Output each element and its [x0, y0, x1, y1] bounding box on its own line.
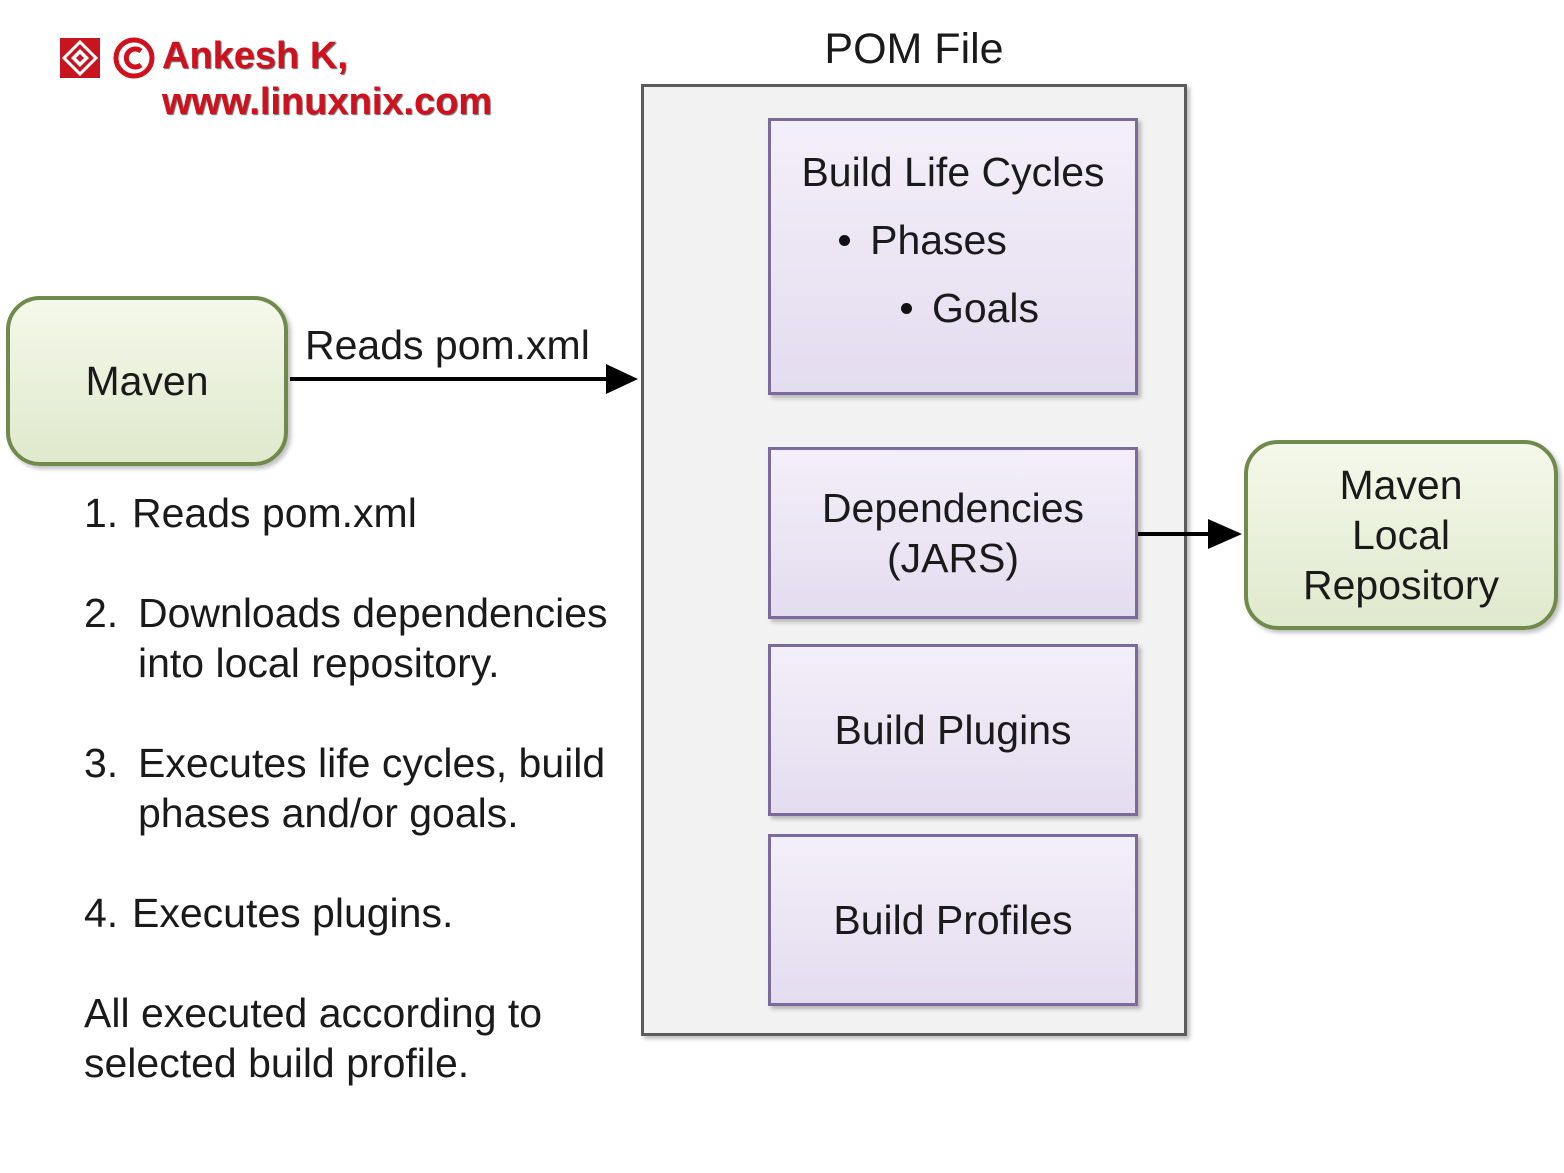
- step-item: 4. Executes plugins.: [84, 888, 644, 938]
- maven-node-label: Maven: [85, 358, 209, 404]
- build-life-cycles-box: Build Life Cycles Phases Goals: [768, 118, 1138, 395]
- build-profiles-box: Build Profiles: [768, 834, 1138, 1006]
- bullet-phases: Phases: [839, 215, 1007, 265]
- dependencies-jars-label: (JARS): [886, 535, 1020, 581]
- footer-note: All executed according to selected build…: [84, 990, 543, 1086]
- bullet-dot-icon: [839, 234, 851, 246]
- step-number: 2.: [84, 590, 119, 636]
- step-item: 2. Downloads dependencies into local rep…: [84, 588, 644, 688]
- step-number: 4.: [84, 890, 119, 936]
- linuxnix-logo: [60, 38, 100, 78]
- maven-node: Maven: [6, 296, 288, 466]
- bullet-phases-label: Phases: [870, 217, 1007, 263]
- build-plugins-box: Build Plugins: [768, 644, 1138, 816]
- build-plugins-label: Build Plugins: [834, 707, 1072, 753]
- reads-pom-edge-label: Reads pom.xml: [305, 322, 590, 368]
- dependencies-label: Dependencies: [821, 485, 1085, 531]
- step-number: 1.: [84, 490, 119, 536]
- step-item: 3. Executes life cycles, build phases an…: [84, 738, 644, 838]
- arrow-maven-to-pom: [290, 364, 638, 394]
- step-item: 1. Reads pom.xml: [84, 488, 644, 538]
- step-text: Executes plugins.: [132, 890, 454, 936]
- repo-line-3: Repository: [1303, 562, 1499, 608]
- build-life-cycles-heading: Build Life Cycles: [801, 149, 1105, 195]
- repo-line-1: Maven: [1339, 462, 1463, 508]
- step-number: 3.: [84, 740, 119, 786]
- dependencies-box: Dependencies (JARS): [768, 447, 1138, 619]
- copyright-icon: [112, 36, 156, 80]
- bullet-dot-icon: [900, 302, 912, 314]
- repo-line-2: Local: [1351, 512, 1450, 558]
- steps-list: 1. Reads pom.xml 2. Downloads dependenci…: [84, 488, 644, 1088]
- step-text: Downloads dependencies into local reposi…: [138, 590, 608, 686]
- pom-file-title: POM File: [824, 25, 1004, 73]
- arrow-deps-to-repo: [1138, 519, 1242, 549]
- bullet-goals-label: Goals: [931, 285, 1040, 331]
- watermark-author: Ankesh K,: [162, 35, 348, 77]
- watermark-site: www.linuxnix.com: [162, 81, 493, 123]
- bullet-goals: Goals: [900, 283, 1040, 333]
- build-profiles-label: Build Profiles: [833, 897, 1073, 943]
- maven-local-repository-node: Maven Local Repository: [1244, 440, 1558, 630]
- step-text: Reads pom.xml: [132, 490, 417, 536]
- step-text: Executes life cycles, build phases and/o…: [138, 740, 606, 836]
